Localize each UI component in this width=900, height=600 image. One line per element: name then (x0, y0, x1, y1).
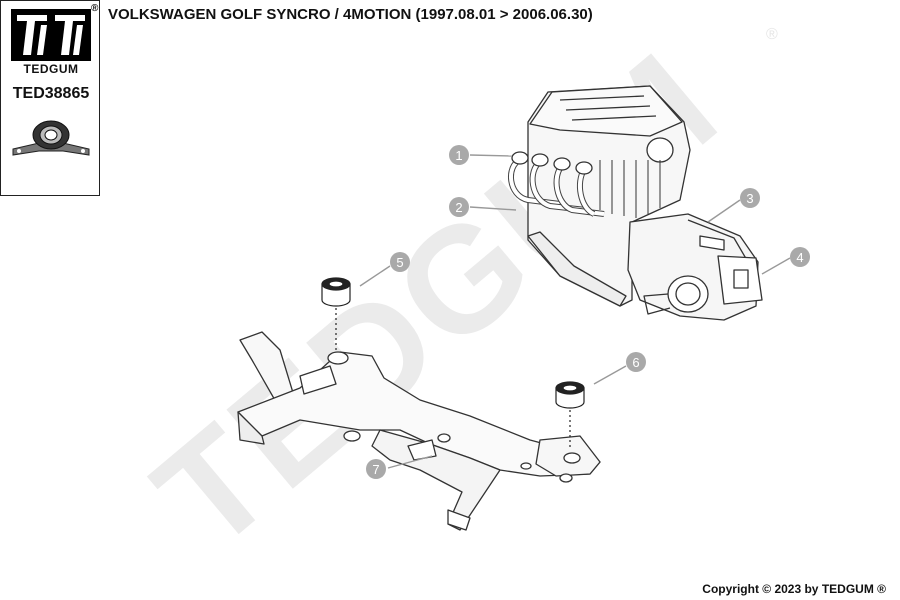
engine-assembly (507, 85, 763, 321)
brand-name: TEDGUM (23, 62, 79, 76)
copyright-notice: Copyright © 2023 by TEDGUM ® (702, 582, 886, 596)
bush-5 (321, 277, 351, 352)
center-bearing-thumbnail (12, 120, 90, 156)
callout-3: 3 (740, 188, 760, 208)
bush-6 (555, 381, 585, 450)
callout-1-label: 1 (455, 148, 462, 163)
callout-leaders (359, 154, 791, 469)
callout-1: 1 (449, 145, 469, 165)
callout-6: 6 (626, 352, 646, 372)
registered-mark: ® (91, 3, 99, 14)
callout-4-label: 4 (796, 250, 803, 265)
callout-2: 2 (449, 197, 469, 217)
tedgum-logo-icon (11, 9, 91, 61)
callout-5-label: 5 (396, 255, 403, 270)
callout-2-label: 2 (455, 200, 462, 215)
page-title: VOLKSWAGEN GOLF SYNCRO / 4MOTION (1997.0… (108, 6, 593, 23)
subframe-assembly (237, 331, 601, 531)
callout-5: 5 (390, 252, 410, 272)
callout-6-label: 6 (632, 355, 639, 370)
callout-7: 7 (366, 459, 386, 479)
watermark-registered-mark: ® (766, 26, 778, 43)
callout-3-label: 3 (746, 191, 753, 206)
part-number: TED38865 (12, 85, 90, 102)
brand-panel: ® TEDGUM TED38865 (0, 0, 100, 196)
callout-7-label: 7 (372, 462, 379, 477)
callout-4: 4 (790, 247, 810, 267)
